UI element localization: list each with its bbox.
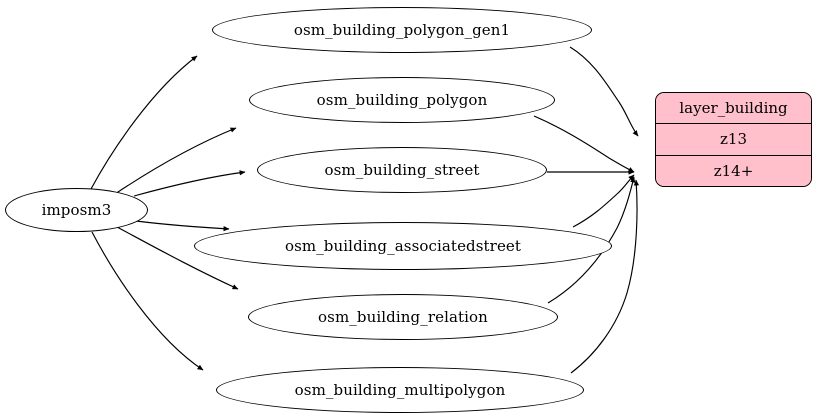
node-osm-building-street[interactable]: osm_building_street <box>257 147 547 193</box>
record-row-label-layer-building: layer_building <box>679 99 788 118</box>
edge-imposm3-to-polygon-gen1 <box>90 55 198 190</box>
node-label-osm-building-relation: osm_building_relation <box>318 307 488 326</box>
edge-polygon-gen1-to-layer-z13 <box>569 46 639 137</box>
node-osm-building-polygon-gen1[interactable]: osm_building_polygon_gen1 <box>212 7 592 53</box>
node-label-osm-building-multipolygon: osm_building_multipolygon <box>294 380 506 399</box>
edge-associatedstreet-to-layer-z14 <box>572 174 635 228</box>
record-row-layer-building[interactable]: layer_building <box>656 93 811 124</box>
edge-imposm3-to-street <box>133 170 246 197</box>
edge-imposm3-to-multipolygon <box>91 231 204 371</box>
node-osm-building-associatedstreet[interactable]: osm_building_associatedstreet <box>194 222 612 270</box>
node-osm-building-relation[interactable]: osm_building_relation <box>248 294 558 340</box>
node-layer-building[interactable]: layer_building z13 z14+ <box>655 92 812 187</box>
node-osm-building-multipolygon[interactable]: osm_building_multipolygon <box>216 367 584 413</box>
edge-multipolygon-to-layer-z14 <box>570 179 640 374</box>
node-label-imposm3: imposm3 <box>41 200 112 219</box>
node-label-osm-building-polygon: osm_building_polygon <box>316 90 488 109</box>
edge-imposm3-to-polygon <box>114 127 237 195</box>
edge-imposm3-to-associatedstreet <box>135 220 230 232</box>
record-row-label-z13: z13 <box>720 130 747 149</box>
record-row-z13[interactable]: z13 <box>656 123 811 155</box>
node-imposm3[interactable]: imposm3 <box>5 188 148 232</box>
node-label-osm-building-associatedstreet: osm_building_associatedstreet <box>284 236 522 255</box>
record-row-z14-plus[interactable]: z14+ <box>656 154 811 186</box>
record-row-label-z14-plus: z14+ <box>713 161 754 180</box>
node-osm-building-polygon[interactable]: osm_building_polygon <box>249 77 555 123</box>
edge-polygon-to-layer-z14 <box>533 115 635 173</box>
node-label-osm-building-polygon-gen1: osm_building_polygon_gen1 <box>293 20 511 39</box>
node-label-osm-building-street: osm_building_street <box>324 160 480 179</box>
